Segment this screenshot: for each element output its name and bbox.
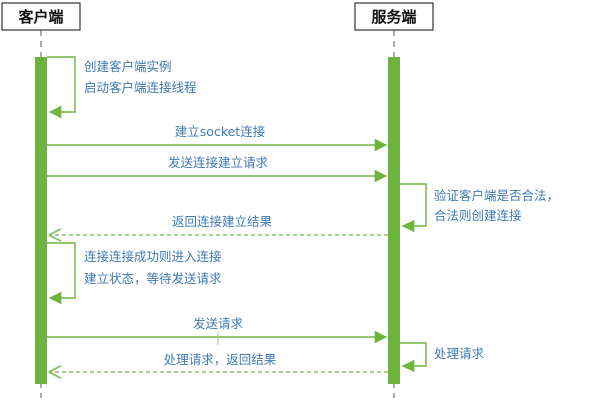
server-self-arrow-verify bbox=[400, 183, 427, 233]
msg-send-request-label: 发送请求 bbox=[193, 316, 244, 331]
note-start-connect-thread: 启动客户端连接线程 bbox=[84, 80, 197, 95]
server-actor-label: 服务端 bbox=[371, 8, 416, 26]
note-connect-success: 连接连接成功则进入连接 bbox=[84, 249, 222, 264]
note-handle-request: 处理请求 bbox=[434, 346, 485, 361]
msg-handle-and-return-label: 处理请求，返回结果 bbox=[164, 352, 277, 367]
server-activation-bar bbox=[388, 57, 400, 384]
note-create-client-instance: 创建客户端实例 bbox=[84, 59, 172, 74]
note-verify-client: 验证客户端是否合法， bbox=[434, 188, 559, 203]
client-activation-bar bbox=[35, 57, 47, 384]
client-actor-label: 客户端 bbox=[17, 8, 63, 26]
client-self-arrow-init bbox=[47, 56, 76, 119]
msg-send-connect-request-label: 发送连接建立请求 bbox=[168, 155, 269, 170]
server-self-arrow-handle bbox=[400, 342, 427, 373]
client-self-arrow-connected bbox=[47, 242, 76, 305]
client-actor: 客户端 bbox=[1, 2, 81, 31]
server-actor: 服务端 bbox=[354, 2, 434, 31]
note-create-connection: 合法则创建连接 bbox=[434, 208, 522, 223]
note-wait-send-request: 建立状态，等待发送请求 bbox=[84, 271, 222, 286]
msg-return-connect-result-label: 返回连接建立结果 bbox=[172, 214, 273, 229]
msg-establish-socket-label: 建立socket连接 bbox=[175, 124, 266, 139]
